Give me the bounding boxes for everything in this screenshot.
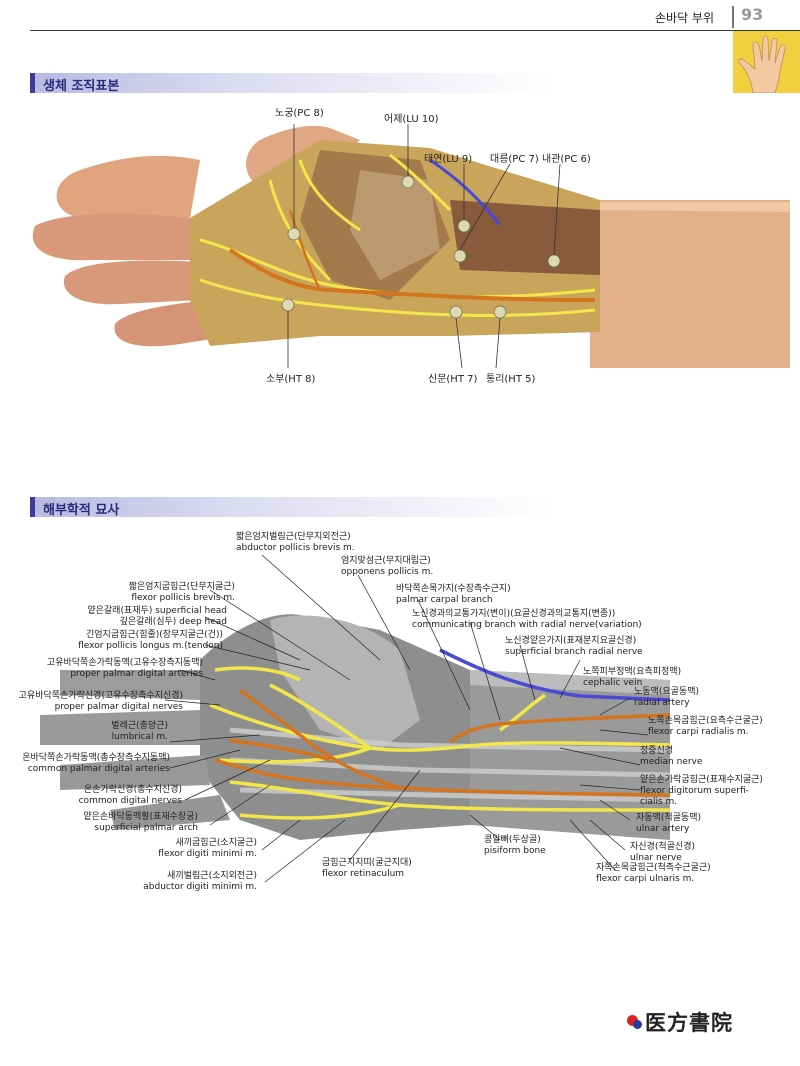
label-ht5: 통리(HT 5) (486, 374, 536, 385)
label-common-digital-nerves: 온손가락신경(총수지신경)common digital nerves (78, 785, 182, 806)
anatomy-drawing (40, 554, 671, 883)
label-superficial-branch-radial-nerve: 노신경얕은가지(표재분지요골신경)superficial branch radi… (505, 636, 643, 657)
label-communicating-branch: 노신경과의교통가지(변이)(요골신경과의교통지(변종))communicatin… (412, 609, 642, 630)
publisher-logo: 医方書院 (627, 1006, 737, 1036)
label-ulnar-artery: 자동맥(척골동맥)ulnar artery (636, 813, 701, 834)
logo-dot-blue (633, 1020, 642, 1029)
label-cephalic-vein: 노쪽피부정맥(요측피정맥)cephalic vein (583, 667, 682, 688)
label-ht8: 소부(HT 8) (266, 374, 316, 385)
header-separator (732, 6, 734, 28)
section-accent (30, 73, 35, 93)
label-common-palmar-digital-arteries: 온바닥쪽손가락동맥(총수장측수지동맥)common palmar digital… (22, 753, 170, 774)
label-abductor-pollicis-brevis: 짧은엄지벌림근(단무지외전근)abductor pollicis brevis … (236, 532, 355, 553)
section-header-specimen: 생체 조직표본 (30, 73, 550, 94)
label-flexor-carpi-ulnaris: 자쪽손목굽힘근(척측수근굴근)flexor carpi ulnaris m. (596, 863, 711, 884)
label-flexor-digiti-minimi: 새끼굽힘근(소지굴근)flexor digiti minimi m. (158, 838, 257, 859)
label-pisiform-bone: 콩알뼈(두상골)pisiform bone (484, 835, 546, 856)
label-abductor-digiti-minimi: 새끼벌림근(소지외전근)abductor digiti minimi m. (143, 871, 257, 892)
header-title: 손바닥 부위 (655, 11, 715, 25)
label-flexor-pollicis-longus: 긴엄지굽힘근(힘줄)(장무지굴근(건))flexor pollicis long… (78, 630, 223, 651)
label-ht7: 신문(HT 7) (428, 374, 478, 385)
label-flexor-carpi-radialis: 노쪽손목굽힘근(요측수근굴근)flexor carpi radialis m. (648, 716, 763, 737)
label-lu10: 어제(LU 10) (384, 114, 439, 125)
label-palmar-carpal-branch: 바닥쪽손목가지(수장측수근지)palmar carpal branch (396, 584, 511, 605)
label-pc6: 내관(PC 6) (542, 154, 591, 165)
label-proper-palmar-digital-arteries: 고유바닥쪽손가락동맥(고유수장측지동맥)proper palmar digita… (46, 658, 203, 679)
label-flexor-retinaculum: 굽힘근지지띠(굴근지대)flexor retinaculum (322, 858, 412, 879)
specimen-photo (30, 100, 790, 369)
label-flexor-digitorum-superficialis: 얕은손가락굽힘근(표재수지굴근)flexor digitorum superfi… (640, 775, 763, 807)
section-title-specimen: 생체 조직표본 (43, 79, 120, 94)
section-accent (30, 497, 35, 517)
label-opponens-pollicis: 엄지맞섬근(무지대립근)opponens pollicis m. (341, 556, 434, 577)
anatomy-illustration (0, 520, 800, 910)
hand-thumbnail-icon (738, 35, 786, 93)
hand-thumbnail-tab (733, 31, 800, 93)
section-header-anatomy: 해부학적 묘사 (30, 497, 550, 518)
label-lumbrical: 벌레근(충양근)lumbrical m. (111, 721, 168, 742)
label-lu9: 태연(LU 9) (424, 154, 473, 165)
section-title-anatomy: 해부학적 묘사 (43, 503, 120, 518)
label-pc8: 노궁(PC 8) (275, 108, 324, 119)
page-number: 93 (741, 5, 764, 24)
header-rule (30, 30, 800, 31)
label-flexor-pollicis-brevis: 짧은엄지굽힘근(단무지굴근)flexor pollicis brevis m. (128, 582, 235, 603)
label-pc7: 대릉(PC 7) (490, 154, 539, 165)
logo-dot-red (627, 1015, 638, 1026)
label-radial-artery: 노동맥(요골동맥)radial artery (634, 687, 699, 708)
label-ulnar-nerve: 자신경(척골신경)ulnar nerve (630, 842, 695, 863)
label-proper-palmar-digital-nerves: 고유바닥쪽손가락신경(고유수장측수지신경)proper palmar digit… (18, 691, 183, 712)
publisher-name: 医方書院 (645, 1010, 733, 1035)
label-superficial-palmar-arch: 얕은손바닥동맥활(표재수장궁)superficial palmar arch (83, 812, 198, 833)
specimen-photo-illustration (30, 100, 790, 369)
